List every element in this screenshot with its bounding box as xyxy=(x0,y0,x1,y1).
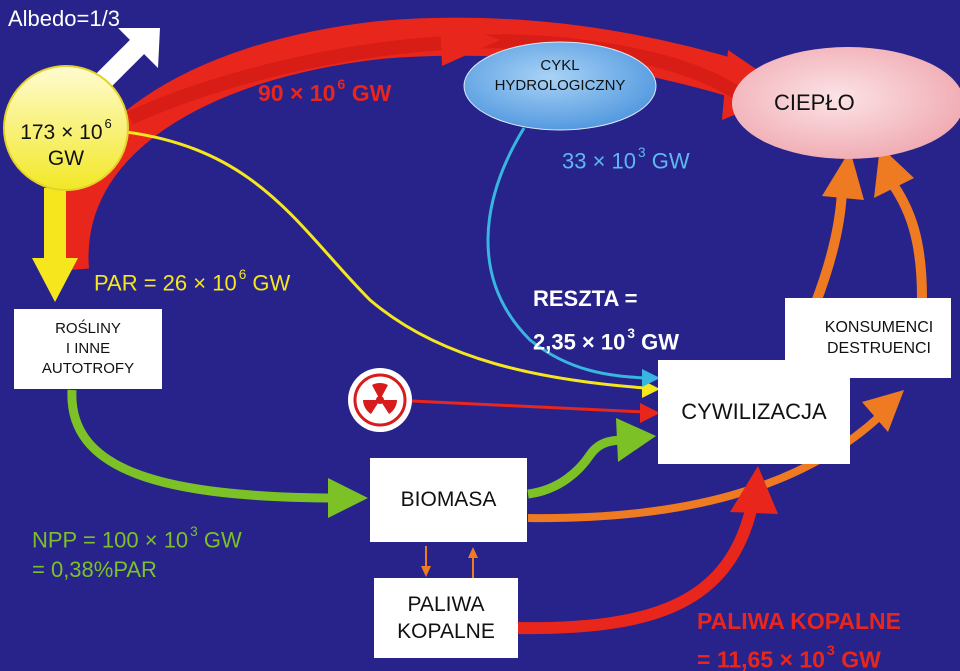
fossil-fuels-label-line1: PALIWA xyxy=(407,593,485,616)
fossil-fuels-box: PALIWA KOPALNE xyxy=(374,578,518,658)
biomass-box: BIOMASA xyxy=(370,458,527,542)
heat-label: CIEPŁO xyxy=(774,90,855,115)
fossil-fuels-flow-exponent: 3 xyxy=(826,643,835,660)
nuclear-to-civilization-arrow xyxy=(411,399,660,423)
fossil-fuels-flow-line1: PALIWA KOPALNE xyxy=(697,608,902,634)
sun-energy-base: 173 × 10 xyxy=(20,121,103,144)
albedo-label: Albedo=1/3 xyxy=(8,6,120,31)
plants-box: ROŚLINY I INNE AUTOTROFY xyxy=(14,309,162,389)
heat-flow-exponent: 6 xyxy=(337,76,346,93)
plants-label-line2: I INNE xyxy=(65,340,111,357)
npp-ratio: = 0,38%PAR xyxy=(32,557,157,583)
radiation-icon xyxy=(348,368,412,432)
hydro-label: CYKL HYDROLOGICZNY xyxy=(466,56,654,96)
hydro-to-civilization-arrow xyxy=(486,127,660,387)
sun xyxy=(3,65,129,191)
heat-flow-unit: GW xyxy=(351,80,392,106)
fossil-fuels-flow-base: = 11,65 × 10 xyxy=(697,646,825,671)
consumers-label-line1: KONSUMENCI xyxy=(824,319,934,336)
consumers-to-heat-arrow xyxy=(874,146,927,299)
civilization-label: CYWILIZACJA xyxy=(681,399,827,424)
par-arrow xyxy=(32,188,78,302)
biomass-fuels-exchange-arrows xyxy=(421,546,478,578)
albedo-arrow xyxy=(92,28,160,92)
par-exponent: 6 xyxy=(238,266,247,282)
consumers-label-line2: DESTRUENCI xyxy=(826,340,931,357)
sun-energy-unit: GW xyxy=(47,147,85,170)
npp-unit: GW xyxy=(203,527,242,553)
biomass-label: BIOMASA xyxy=(400,488,497,511)
biomass-to-civilization-arrow xyxy=(527,418,656,499)
rest-unit: GW xyxy=(641,329,679,355)
npp-exponent: 3 xyxy=(190,523,198,539)
hydro-flow-exponent: 3 xyxy=(638,144,646,160)
hydro-ellipse xyxy=(463,41,657,131)
rest-exponent: 3 xyxy=(627,325,635,341)
civilization-box: CYWILIZACJA xyxy=(658,360,850,464)
rest-base: 2,35 × 10 xyxy=(533,329,626,355)
npp-arrow xyxy=(67,389,368,518)
fossil-fuels-flow-unit: GW xyxy=(841,646,881,671)
rest-label-line1: RESZTA = xyxy=(533,286,638,311)
hydro-label-line2: HYDROLOGICZNY xyxy=(494,77,626,94)
plants-label-line1: ROŚLINY xyxy=(55,320,121,337)
heat-ellipse xyxy=(732,47,960,159)
sun-energy-exponent: 6 xyxy=(104,115,112,131)
par-base: PAR = 26 × 10 xyxy=(94,270,237,296)
par-unit: GW xyxy=(252,270,291,296)
npp-base: NPP = 100 × 10 xyxy=(32,527,189,553)
fossil-fuels-to-civilization-arrow xyxy=(517,466,778,635)
plants-label-line3: AUTOTROFY xyxy=(41,360,135,377)
fossil-fuels-label-line2: KOPALNE xyxy=(397,620,495,643)
heat-flow-base: 90 × 10 xyxy=(258,80,336,106)
hydro-flow-base: 33 × 10 xyxy=(562,148,637,174)
hydro-label-line1: CYKL xyxy=(540,57,580,74)
hydro-flow-unit: GW xyxy=(651,148,690,174)
